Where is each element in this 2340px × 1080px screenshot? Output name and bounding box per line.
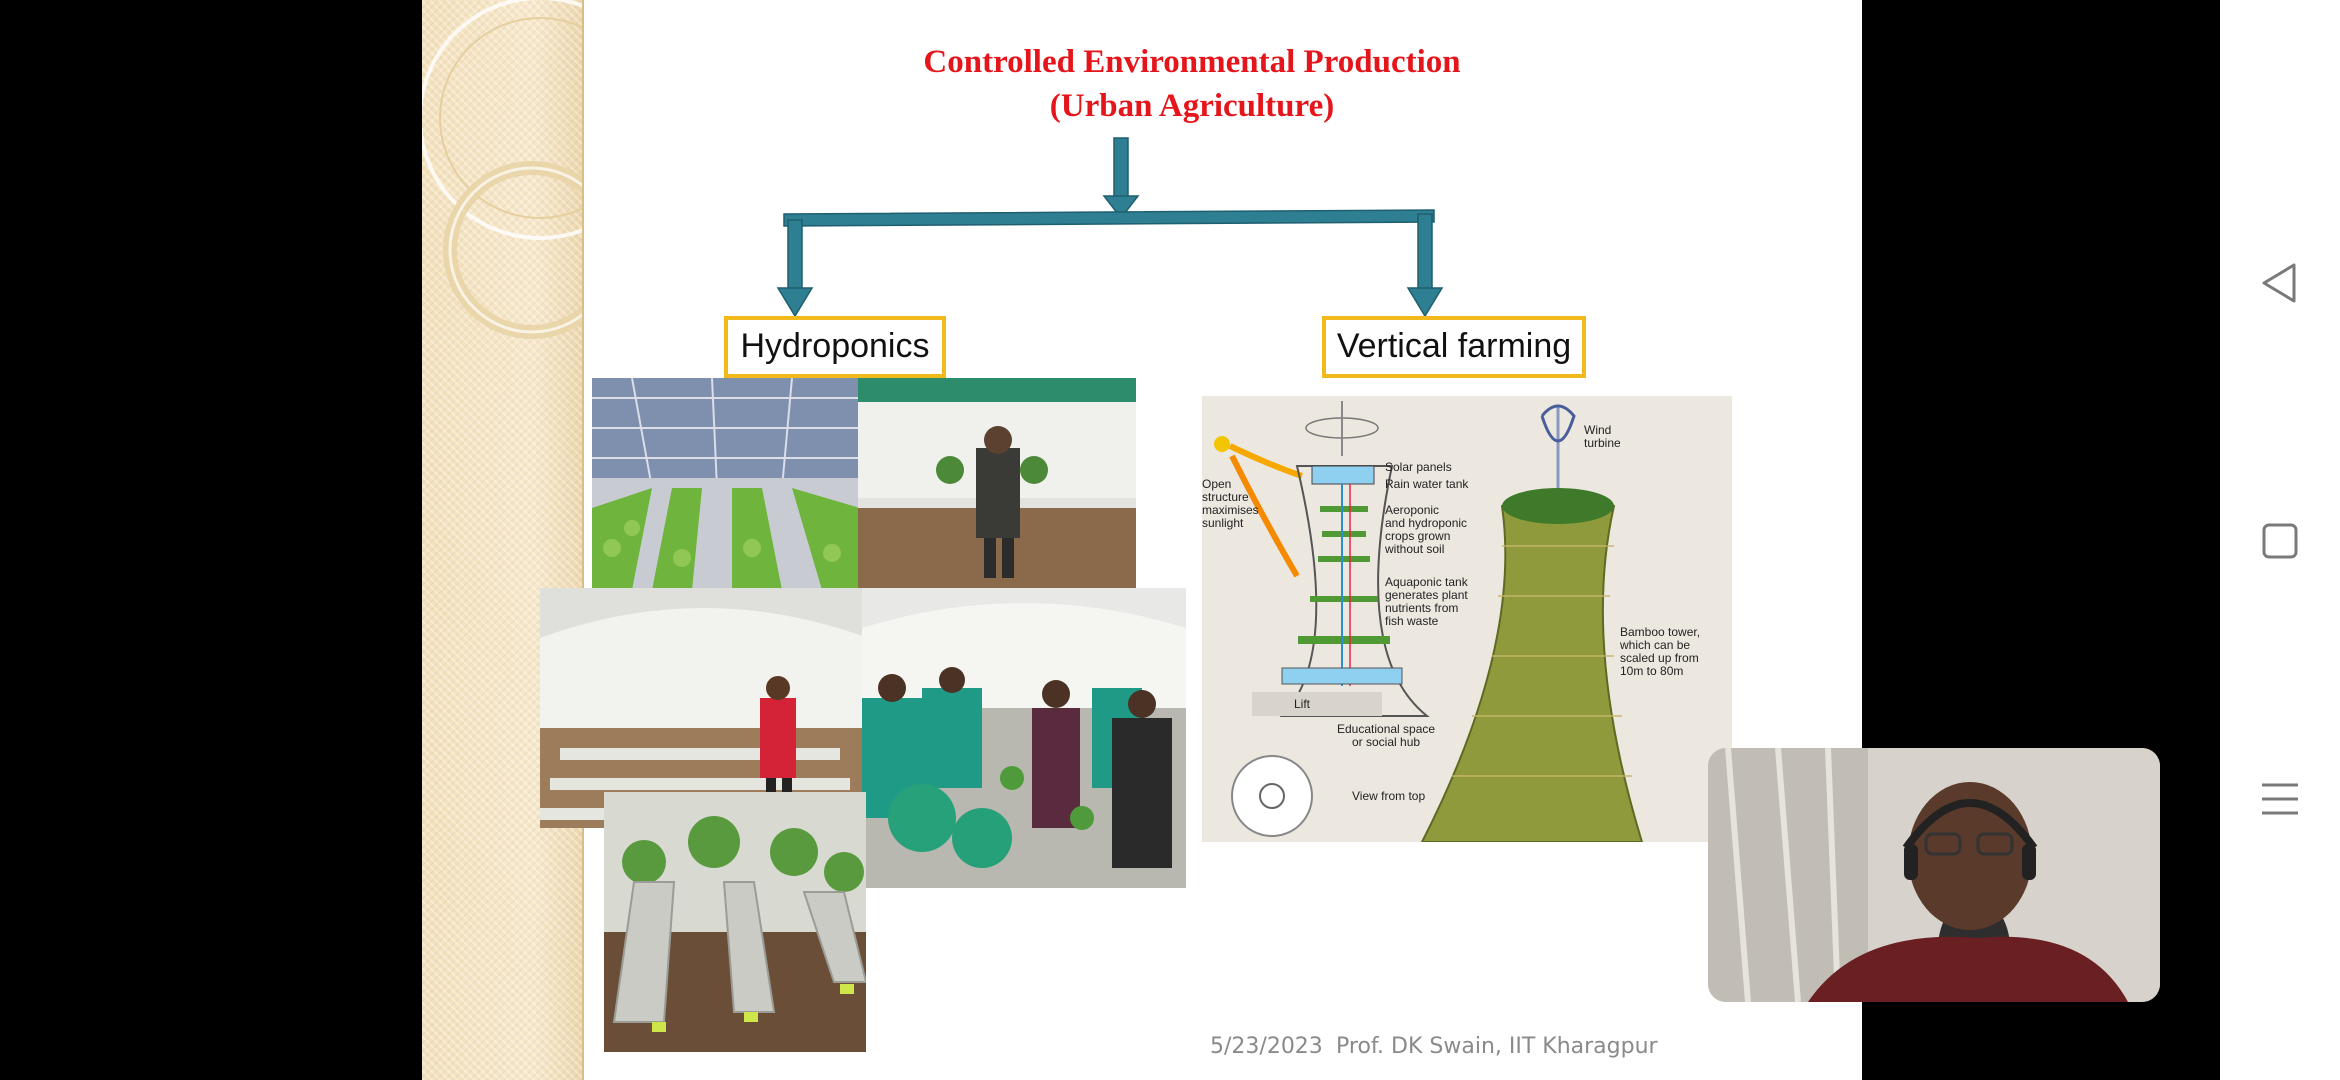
menu-lines-icon	[2262, 783, 2298, 815]
label-bamboo-3: scaled up from	[1620, 651, 1699, 665]
slide-decor-sidebar	[422, 0, 584, 1080]
label-wind-2: turbine	[1584, 436, 1621, 450]
label-bamboo-4: 10m to 80m	[1620, 664, 1683, 678]
triangle-back-icon	[2262, 263, 2296, 303]
decor-rings	[422, 0, 582, 339]
footer-date: 5/23/2023	[1210, 1034, 1323, 1059]
hydroponic-pipes-photo	[604, 792, 866, 1052]
farmer-greenhouse-photo	[858, 378, 1136, 590]
researcher-photo	[540, 588, 868, 828]
label-aero-2: and hydroponic	[1385, 516, 1467, 530]
square-home-icon	[2262, 523, 2298, 559]
label-aqua-2: generates plant	[1385, 588, 1468, 602]
presentation-slide: Controlled Environmental Production (Urb…	[422, 0, 1862, 1080]
greenhouse-photo	[592, 378, 860, 590]
label-aero-4: without soil	[1384, 542, 1444, 556]
label-edu-1: Educational space	[1337, 722, 1435, 736]
label-aqua-1: Aquaponic tank	[1385, 575, 1469, 589]
vertical-farm-diagram: Solar panels Rain water tank Open struct…	[1202, 396, 1732, 842]
label-aqua-3: nutrients from	[1385, 601, 1458, 615]
recents-button[interactable]	[2255, 774, 2305, 824]
label-aqua-4: fish waste	[1385, 614, 1439, 628]
label-bamboo-1: Bamboo tower,	[1620, 625, 1700, 639]
vertical-farming-label: Vertical farming	[1322, 316, 1586, 378]
label-aero-3: crops grown	[1385, 529, 1450, 543]
footer-author: Prof. DK Swain, IIT Kharagpur	[1336, 1034, 1658, 1059]
label-lift: Lift	[1294, 697, 1311, 711]
label-view-top: View from top	[1352, 789, 1425, 803]
hierarchy-arrows	[776, 137, 1444, 318]
system-nav-bar	[2220, 0, 2340, 1080]
students-group-photo	[862, 588, 1186, 888]
label-open-3: maximises	[1202, 503, 1259, 517]
presenter-video	[1708, 748, 2160, 1002]
label-solar-panels: Solar panels	[1385, 460, 1452, 474]
label-open-1: Open	[1202, 477, 1231, 491]
label-open-2: structure	[1202, 490, 1249, 504]
label-wind-1: Wind	[1584, 423, 1611, 437]
slide-title-line1: Controlled Environmental Production	[923, 44, 1461, 80]
back-button[interactable]	[2255, 258, 2305, 308]
label-bamboo-2: which can be	[1619, 638, 1690, 652]
home-button[interactable]	[2255, 516, 2305, 566]
hydroponics-label: Hydroponics	[724, 316, 946, 378]
presenter-webcam[interactable]	[1708, 748, 2160, 1002]
label-open-4: sunlight	[1202, 516, 1244, 530]
label-rain-tank: Rain water tank	[1385, 477, 1469, 491]
slide-title-line2: (Urban Agriculture)	[1049, 88, 1335, 124]
label-aero-1: Aeroponic	[1385, 503, 1439, 517]
label-edu-2: or social hub	[1352, 735, 1420, 749]
